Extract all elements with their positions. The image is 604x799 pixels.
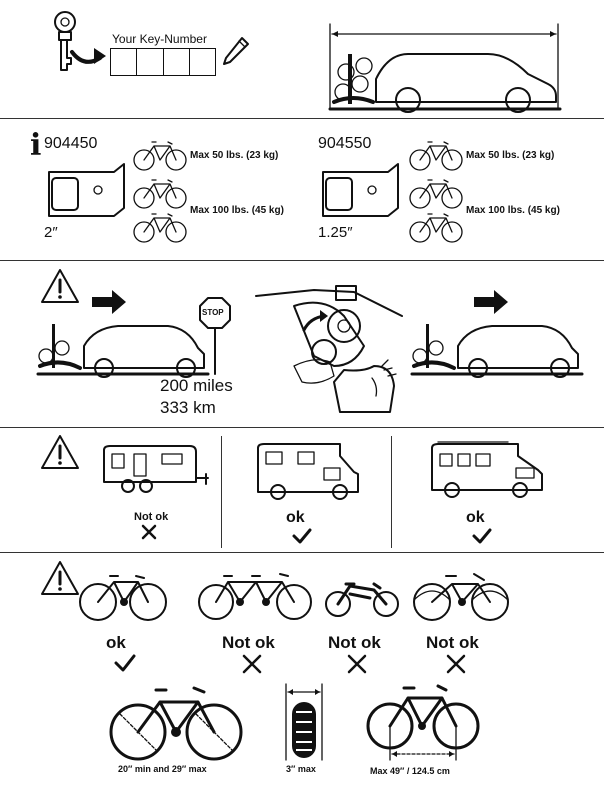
bike-icon <box>133 141 187 171</box>
product-code: 904550 <box>318 135 372 152</box>
distance-miles: 200 miles <box>160 376 233 395</box>
bike-icon <box>133 179 187 209</box>
check-icon <box>114 654 136 672</box>
arrow-right-icon <box>70 48 106 64</box>
hitch-receiver-icon <box>48 163 125 217</box>
car-length-diagram <box>328 23 562 113</box>
cross-icon <box>141 524 157 540</box>
wheel-size-diagram <box>109 686 243 761</box>
weight-limit: Max 50 lbs. (23 kg) <box>190 150 279 161</box>
vehicle-status: Not ok <box>134 511 169 523</box>
warning-icon <box>41 269 79 303</box>
standard-bike-icon <box>79 575 167 621</box>
wheel-size-limit: 20″ min and 29″ max <box>118 764 207 774</box>
vehicle-status: ok <box>286 509 305 526</box>
kids-bike-icon <box>325 582 399 617</box>
camper-van-icon <box>257 443 359 500</box>
warning-icon <box>41 435 79 469</box>
bike-status: Not ok <box>426 633 479 652</box>
product-code: 904450 <box>44 135 98 152</box>
arrow-right-icon <box>474 290 508 314</box>
stop-sign-text: STOP <box>202 308 224 317</box>
bike-status: Not ok <box>328 633 381 652</box>
bike-icon <box>133 213 187 243</box>
wheelbase-limit: Max 49″ / 124.5 cm <box>370 766 450 776</box>
wheelbase-diagram <box>366 684 480 761</box>
vehicle-status: ok <box>466 509 485 526</box>
arrow-right-icon <box>92 290 126 314</box>
car-with-rack <box>36 324 210 378</box>
tire-width-limit: 3″ max <box>286 764 316 774</box>
bike-status: Not ok <box>222 633 275 652</box>
warning-icon <box>41 561 79 595</box>
weight-limit: Max 100 lbs. (45 kg) <box>466 205 560 216</box>
tandem-bike-icon <box>198 573 312 620</box>
distance-km: 333 km <box>160 398 216 417</box>
key-number-boxes <box>110 48 216 76</box>
weight-limit: Max 100 lbs. (45 kg) <box>190 205 284 216</box>
info-icon: i <box>30 128 42 163</box>
bike-status: ok <box>106 633 126 652</box>
tighten-knob-illustration <box>255 285 403 413</box>
hitch-receiver-icon <box>322 163 399 217</box>
tire-width-diagram <box>285 683 323 761</box>
cross-icon <box>242 654 262 674</box>
car-with-rack <box>410 324 584 378</box>
trailer-icon <box>103 445 209 493</box>
cruiser-bike-icon <box>413 573 509 621</box>
pen-icon <box>223 37 249 65</box>
key-icon <box>54 11 76 71</box>
bike-icon <box>409 213 463 243</box>
check-icon <box>472 528 492 544</box>
cross-icon <box>347 654 367 674</box>
receiver-size: 2″ <box>44 224 58 241</box>
key-number-label: Your Key-Number <box>112 32 207 46</box>
weight-limit: Max 50 lbs. (23 kg) <box>466 150 555 161</box>
cross-icon <box>446 654 466 674</box>
bike-icon <box>409 141 463 171</box>
check-icon <box>292 528 312 544</box>
receiver-size: 1.25″ <box>318 224 353 241</box>
motorhome-icon <box>431 441 543 498</box>
stop-sign <box>199 297 231 375</box>
bike-icon <box>409 179 463 209</box>
